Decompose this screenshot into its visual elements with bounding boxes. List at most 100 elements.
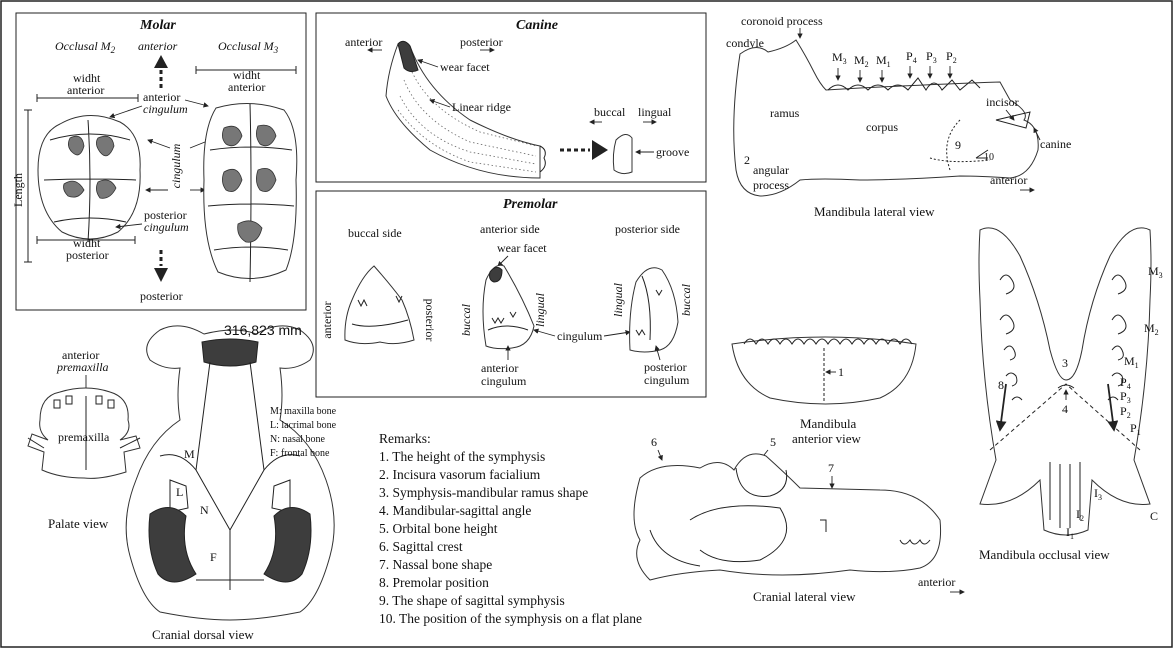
remark-item: 9. The shape of sagittal symphysis (379, 592, 565, 610)
legend-item: N: nasal bone (270, 434, 326, 445)
dorsal-n: N (200, 503, 209, 517)
cranial-dorsal-caption: Cranial dorsal view (152, 627, 254, 642)
premolar-posterior-drawing (630, 268, 678, 352)
rostrum-dark (202, 339, 258, 366)
lat-m2: M2 (854, 53, 869, 69)
right-arrow-icon (592, 140, 608, 160)
posterior-cingulum-2: cingulum (144, 220, 189, 234)
lat-num-5: 5 (770, 435, 776, 449)
lat-num-7: 7 (828, 461, 834, 475)
posterior-side-label: posterior side (615, 222, 680, 236)
remark-item: 8. Premolar position (379, 574, 489, 592)
remark-item: 5. Orbital bone height (379, 520, 497, 538)
widht-anterior-left-2: anterior (67, 83, 104, 97)
ant-num-1: 1 (838, 365, 844, 379)
occ-num-8: 8 (998, 378, 1004, 392)
legend-item: L: lacrimal bone (270, 420, 337, 431)
premolar-buccal-right: buccal (679, 283, 693, 316)
palate-view: anterior premaxilla premaxilla Palate vi… (28, 348, 140, 531)
occlusal-m3-label: Occlusal M3 (218, 39, 279, 55)
palate-premaxilla: premaxilla (58, 430, 110, 444)
premolar-cingulum: cingulum (557, 329, 603, 343)
anterior-arrow-icon (154, 55, 168, 68)
cranial-lateral-caption: Cranial lateral view (753, 589, 856, 604)
occ-num-3: 3 (1062, 356, 1068, 370)
groove-label: groove (656, 145, 689, 159)
molar-title: Molar (139, 18, 176, 33)
length-label: Length (11, 173, 25, 207)
palate-caption: Palate view (48, 516, 109, 531)
palate-premaxilla-italic: premaxilla (56, 360, 109, 374)
molar-anterior-label: anterior (138, 39, 178, 53)
molar-panel: Molar Occlusal M2 Occlusal M3 anterior w… (11, 13, 306, 310)
corpus-label: corpus (866, 120, 898, 134)
lat-num-6: 6 (651, 435, 657, 449)
coronoid-process-label: coronoid process (741, 14, 823, 28)
occ-m2: M2 (1144, 321, 1159, 337)
premolar-panel: Premolar buccal side anterior side poste… (316, 191, 706, 397)
lat-p2: P2 (946, 49, 957, 65)
wear-facet-label: wear facet (440, 60, 490, 74)
canine-lingual: lingual (638, 105, 672, 119)
remark-item: 3. Symphysis-mandibular ramus shape (379, 484, 588, 502)
lat-m1: M1 (876, 53, 891, 69)
premolar-title: Premolar (503, 197, 558, 212)
canine-anterior: anterior (345, 35, 382, 49)
molar-m3-drawing (204, 103, 297, 282)
mandibula-lateral-view: coronoid process condyle M3 M2 M1 P4 P3 … (726, 14, 1071, 219)
widht-anterior-right-2: anterior (228, 80, 265, 94)
lat-p4: P4 (906, 49, 917, 65)
mandibula-occlusal-caption: Mandibula occlusal view (979, 547, 1110, 562)
cranial-lateral-view: 6 5 7 anterior Cranial lateral view (634, 435, 964, 604)
molar-posterior-label: posterior (140, 289, 183, 303)
cingulum-label: cingulum (169, 143, 183, 188)
mandibula-occlusal-view: 3 4 8 M3 M2 M1 P4 P3 P2 P1 I3 I2 I1 C Ma… (979, 228, 1163, 562)
premolar-lingual-italic: lingual (533, 292, 547, 327)
canine-buccal: buccal (594, 105, 626, 119)
occ-num-4: 4 (1062, 402, 1068, 416)
lat-p3: P3 (926, 49, 937, 65)
dorsal-l: L (176, 485, 183, 499)
premolar-buccal-italic: buccal (459, 303, 473, 336)
dorsal-m: M (184, 447, 195, 461)
remarks-title: Remarks: (379, 430, 431, 448)
legend-item: F: frontal bone (270, 448, 330, 459)
incisor-label: incisor (986, 95, 1019, 109)
mandibula-anterior-caption-1: Mandibula (800, 416, 857, 431)
remark-item: 1. The height of the symphysis (379, 448, 545, 466)
molar-m2-drawing (38, 115, 140, 242)
mandibula-anterior-view: 1 Mandibula anterior view (732, 337, 916, 446)
premolar-posterior-cingulum-2: cingulum (644, 373, 690, 387)
premolar-anterior: anterior (320, 301, 334, 338)
lat-m3: M3 (832, 50, 847, 66)
canine-posterior: posterior (460, 35, 503, 49)
canine-panel: Canine anterior posterior wear facet Lin… (316, 13, 706, 182)
occlusal-m2-label: Occlusal M2 (55, 39, 116, 55)
anterior-side-label: anterior side (480, 222, 540, 236)
canine-title: Canine (516, 18, 558, 33)
dorsal-f: F (210, 550, 217, 564)
anterior-cingulum-2: cingulum (143, 102, 188, 116)
mandibula-anterior-caption-2: anterior view (792, 431, 862, 446)
linear-ridge-label: Linear ridge (452, 100, 511, 114)
measurement-label: 316,823 mm (224, 322, 302, 338)
buccal-side-label: buccal side (348, 226, 402, 240)
premolar-posterior: posterior (423, 299, 437, 342)
cranial-lateral-anterior: anterior (918, 575, 955, 589)
lat-anterior-label: anterior (990, 173, 1027, 187)
mandibula-lateral-caption: Mandibula lateral view (814, 204, 935, 219)
premolar-anterior-cingulum-1: anterior (481, 361, 518, 375)
premolar-posterior-cingulum-1: posterior (644, 360, 687, 374)
remark-item: 4. Mandibular-sagittal angle (379, 502, 531, 520)
ramus-label: ramus (770, 106, 800, 120)
remark-item: 2. Incisura vasorum facialium (379, 466, 540, 484)
cranial-dorsal-view: 316,823 mm M L N F Cranial dorsal view (126, 322, 334, 642)
lat-canine-label: canine (1040, 137, 1071, 151)
premolar-wear-facet: wear facet (497, 241, 547, 255)
lat-num-9: 9 (955, 138, 961, 152)
premolar-buccal-drawing (345, 266, 414, 344)
widht-posterior-2: posterior (66, 248, 109, 262)
posterior-arrow-icon (154, 268, 168, 282)
